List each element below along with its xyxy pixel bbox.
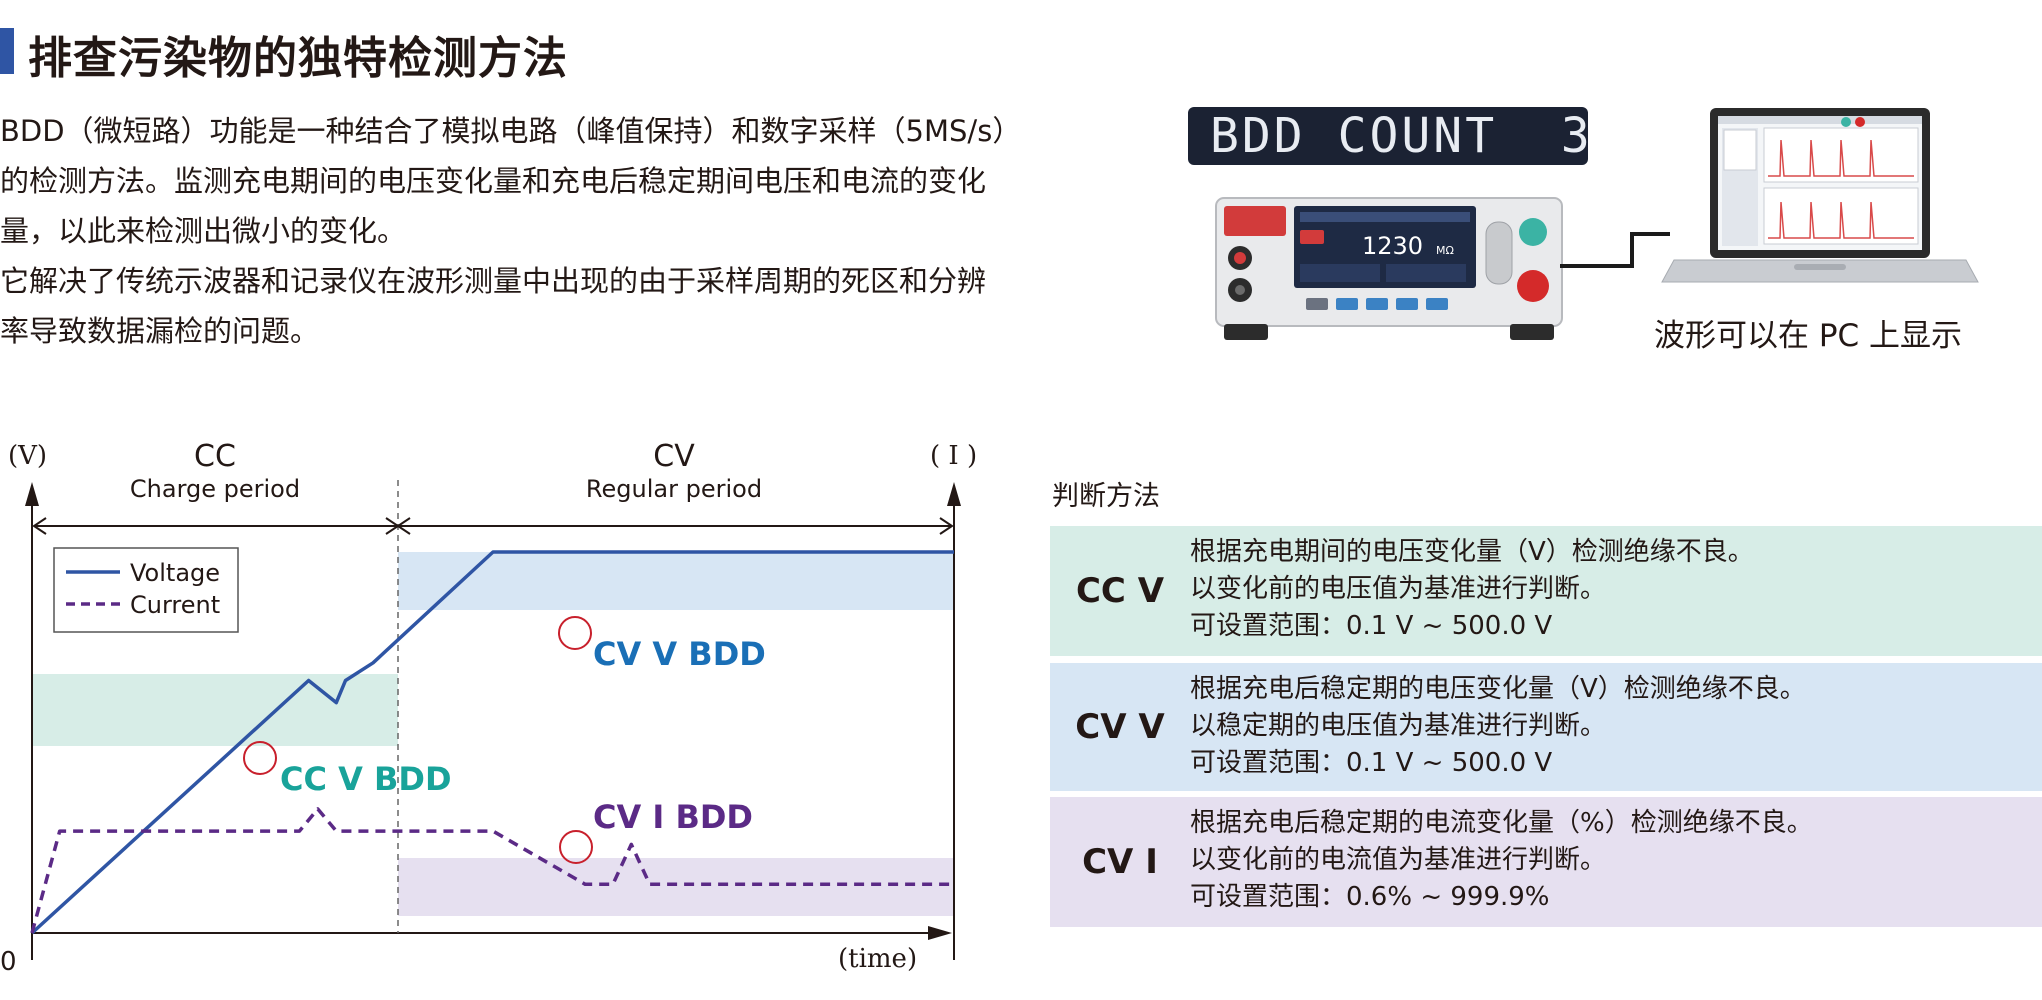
bdd-waveform-chart: (V) ( I ) (time) 0 CC Charge period CV R… bbox=[0, 439, 977, 977]
intro-line: 率导致数据漏检的问题。 bbox=[0, 314, 320, 348]
x-axis-label: (time) bbox=[838, 944, 917, 974]
legend-current-label: Current bbox=[130, 591, 220, 619]
judgement-code: CV I bbox=[1082, 842, 1158, 882]
intro-line: 它解决了传统示波器和记录仪在波形测量中出现的由于采样周期的死区和分辨 bbox=[0, 264, 987, 298]
cc-v-bdd-label: CC V BDD bbox=[280, 760, 452, 798]
judgement-row-cv-i: CV I 根据充电后稳定期的电流变化量（%）检测绝缘不良。 以变化前的电流值为基… bbox=[1050, 797, 2042, 927]
start-button-icon bbox=[1519, 218, 1547, 246]
period-cv-sub: Regular period bbox=[586, 475, 762, 503]
pc-caption: 波形可以在 PC 上显示 bbox=[1654, 318, 1963, 354]
voltage-series-line bbox=[30, 550, 954, 935]
judgement-line: 根据充电后稳定期的电压变化量（V）检测绝缘不良。 bbox=[1190, 674, 1806, 704]
judgement-line: 以变化前的电压值为基准进行判断。 bbox=[1190, 574, 1607, 604]
cv-current-band bbox=[398, 858, 954, 916]
y-axis-left-label: (V) bbox=[8, 441, 47, 471]
intro-line: 量，以此来检测出微小的变化。 bbox=[0, 214, 407, 248]
judgement-line: 可设置范围：0.6% ~ 999.9% bbox=[1190, 882, 1550, 912]
judgement-line: 根据充电后稳定期的电流变化量（%）检测绝缘不良。 bbox=[1190, 808, 1813, 838]
intro-paragraph: BDD（微短路）功能是一种结合了模拟电路（峰值保持）和数字采样（5MS/s） 的… bbox=[0, 106, 1100, 356]
judgement-row-cc-v: CC V 根据充电期间的电压变化量（V）检测绝缘不良。 以变化前的电压值为基准进… bbox=[1050, 526, 2042, 656]
judgement-title: 判断方法 bbox=[1052, 481, 1160, 512]
cv-i-bdd-marker bbox=[559, 830, 593, 864]
origin-label: 0 bbox=[0, 947, 17, 977]
period-cc-sub: Charge period bbox=[130, 475, 300, 503]
cv-v-bdd-label: CV V BDD bbox=[593, 635, 766, 673]
bdd-count-display: BDD COUNT 3 bbox=[1188, 107, 1590, 165]
laptop-pc bbox=[1661, 108, 1979, 283]
stop-button-icon bbox=[1517, 270, 1549, 302]
x-axis-arrow bbox=[928, 926, 952, 940]
cc-voltage-band bbox=[32, 674, 398, 746]
connection-cable bbox=[1560, 232, 1670, 268]
judgement-code: CV V bbox=[1075, 707, 1165, 747]
insulation-tester-device: 1230 MΩ bbox=[1215, 197, 1563, 340]
screen-unit: MΩ bbox=[1436, 244, 1454, 257]
period-cv-name: CV bbox=[653, 439, 695, 474]
page-title: 排查污染物的独特检测方法 bbox=[28, 33, 568, 84]
judgement-row-cv-v: CV V 根据充电后稳定期的电压变化量（V）检测绝缘不良。 以稳定期的电压值为基… bbox=[1050, 663, 2042, 791]
judgement-line: 可设置范围：0.1 V ~ 500.0 V bbox=[1190, 748, 1553, 778]
period-cc-name: CC bbox=[194, 439, 236, 474]
y-axis-right-arrow bbox=[947, 482, 961, 506]
current-series-line bbox=[30, 807, 954, 934]
judgement-code: CC V bbox=[1075, 571, 1165, 611]
judgement-line: 根据充电期间的电压变化量（V）检测绝缘不良。 bbox=[1190, 537, 1754, 567]
judgement-line: 以变化前的电流值为基准进行判断。 bbox=[1190, 845, 1607, 875]
screen-value: 1230 bbox=[1362, 232, 1423, 260]
y-axis-left-arrow bbox=[25, 482, 39, 506]
cv-v-bdd-marker bbox=[558, 616, 592, 650]
legend-voltage-label: Voltage bbox=[130, 559, 220, 587]
judgement-line: 以稳定期的电压值为基准进行判断。 bbox=[1190, 711, 1607, 741]
cv-voltage-band bbox=[398, 552, 954, 610]
cv-i-bdd-label: CV I BDD bbox=[593, 798, 753, 836]
title-accent-bar bbox=[0, 28, 14, 74]
intro-line: BDD（微短路）功能是一种结合了模拟电路（峰值保持）和数字采样（5MS/s） bbox=[0, 114, 1022, 148]
y-axis-right-label: ( I ) bbox=[930, 441, 977, 471]
cc-v-bdd-marker bbox=[243, 741, 277, 775]
intro-line: 的检测方法。监测充电期间的电压变化量和充电后稳定期间电压和电流的变化 bbox=[0, 164, 987, 198]
chart-legend bbox=[53, 547, 239, 633]
panel-indicator bbox=[1224, 206, 1286, 236]
judgement-line: 可设置范围：0.1 V ~ 500.0 V bbox=[1190, 611, 1553, 641]
